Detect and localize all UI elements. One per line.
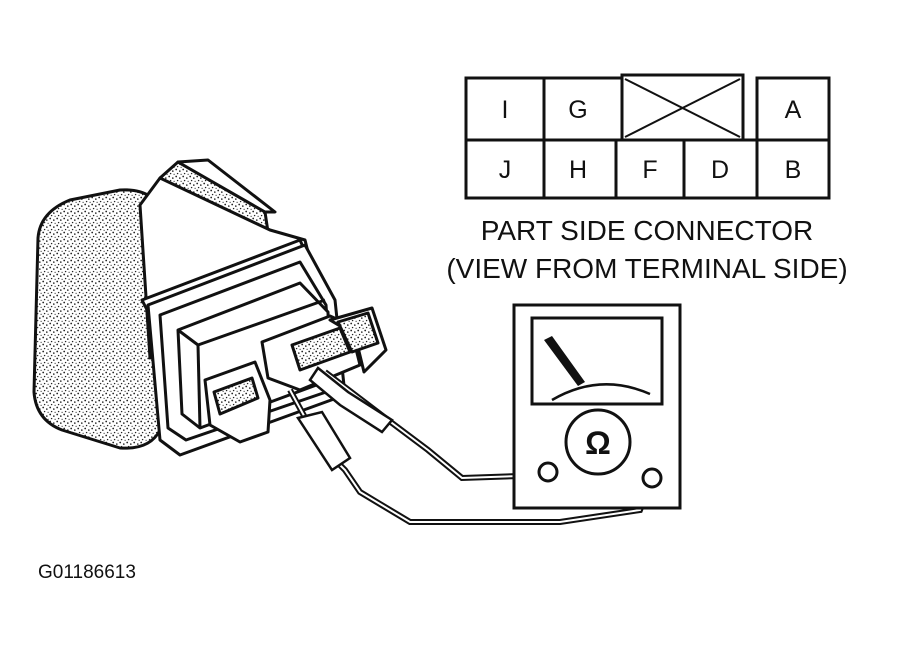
ohmmeter-needle (544, 336, 585, 386)
pin-label-g: G (568, 96, 587, 124)
pin-label-j: J (499, 156, 512, 184)
ohmmeter-dial (564, 408, 632, 476)
pin-label-f: F (642, 156, 657, 184)
ohmmeter-terminal-left (537, 461, 559, 483)
ohmmeter-scale-arc (551, 383, 651, 402)
pin-label-a: A (785, 96, 802, 124)
ohmmeter-display-window (530, 316, 664, 406)
test-lead-lower (287, 388, 653, 525)
figure-id-label: G01186613 (38, 562, 136, 583)
blank-cavity-x-icon (624, 78, 741, 138)
ohmmeter-terminal-right (641, 467, 663, 489)
pin-label-b: B (785, 156, 802, 184)
relay-connector-icon (32, 158, 388, 457)
connector-caption-line2: (VIEW FROM TERMINAL SIDE) (446, 253, 847, 284)
ohm-symbol: Ω (585, 425, 611, 461)
connector-caption-line1: PART SIDE CONNECTOR (481, 215, 813, 246)
pin-label-i: I (502, 96, 509, 124)
pin-label-h: H (569, 156, 587, 184)
ohmmeter-icon: Ω (512, 303, 682, 510)
pin-label-d: D (711, 156, 729, 184)
connector-pin-grid (464, 73, 831, 200)
